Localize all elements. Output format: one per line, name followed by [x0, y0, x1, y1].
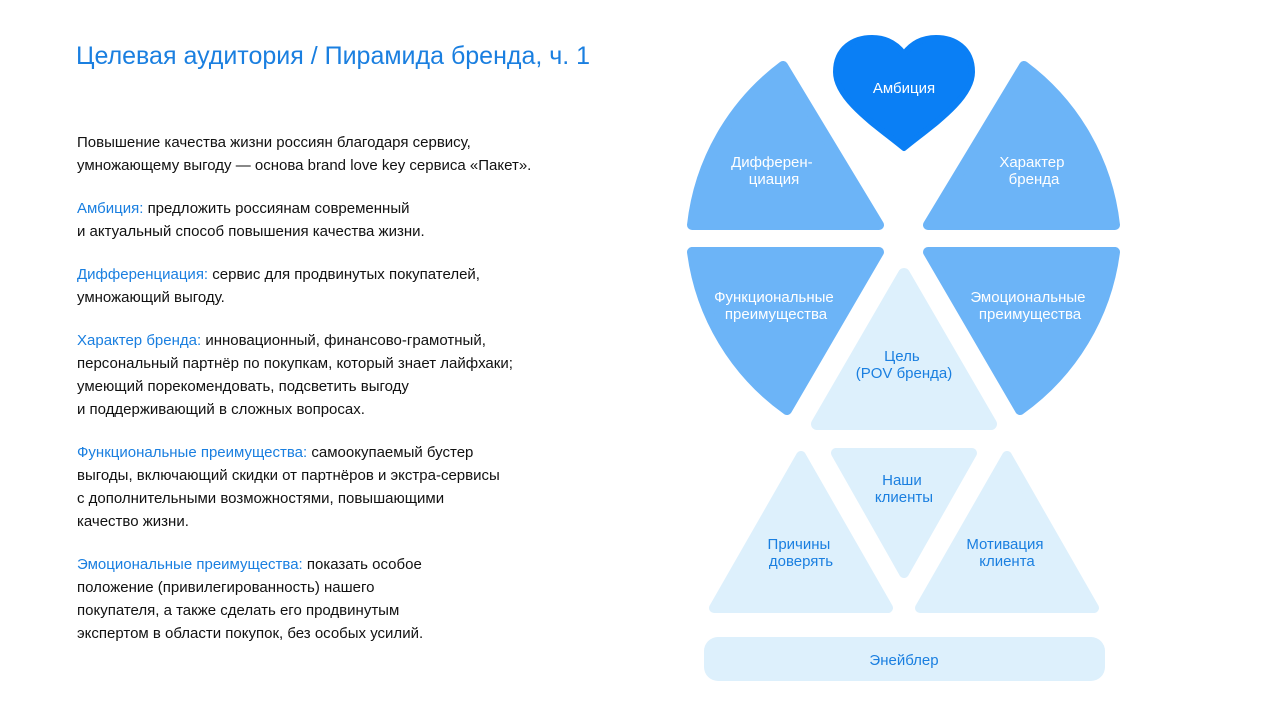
emotional-label: Эмоциональные преимущества:	[77, 556, 303, 573]
paragraph-line: Характер бренда: инновационный, финансов…	[77, 329, 637, 352]
functional-shape	[687, 247, 884, 415]
clients-shape	[831, 448, 977, 578]
ambition-label-text: Амбиция	[873, 80, 935, 97]
emotional-paragraph: Эмоциональные преимущества: показать осо…	[77, 553, 637, 645]
enabler-label-text: Энейблер	[869, 652, 938, 669]
paragraph-line: выгоды, включающий скидки от партнёров и…	[77, 467, 500, 484]
trust-label-text: Причины доверять	[768, 536, 835, 570]
paragraph-line: умножающий выгоду.	[77, 289, 225, 306]
paragraph-line: и актуальный способ повышения качества ж…	[77, 223, 425, 240]
motivation-shape	[915, 451, 1099, 613]
ambition-paragraph: Амбиция: предложить россиянам современны…	[77, 197, 637, 243]
paragraph-line: Функциональные преимущества: самоокупаем…	[77, 441, 637, 464]
character-label-text: Характер бренда	[999, 154, 1068, 188]
character-paragraph: Характер бренда: инновационный, финансов…	[77, 329, 637, 421]
intro-line: Повышение качества жизни россиян благода…	[77, 134, 471, 151]
paragraph-text: инновационный, финансово-грамотный,	[205, 332, 486, 349]
differentiation-label: Дифференциация:	[77, 266, 209, 283]
motivation-label-text: Мотивация клиента	[966, 536, 1047, 570]
character-shape	[923, 61, 1120, 230]
text-content: Повышение качества жизни россиян благода…	[77, 131, 637, 665]
paragraph-line: положение (привилегированность) нашего	[77, 579, 375, 596]
paragraph-line: Амбиция: предложить россиянам современны…	[77, 197, 637, 220]
emotional-label-text: Эмоциональные преимущества	[970, 289, 1089, 323]
paragraph-line: с дополнительными возможностями, повышаю…	[77, 490, 445, 507]
trust-shape	[709, 451, 893, 613]
paragraph-line: Эмоциональные преимущества: показать осо…	[77, 553, 637, 576]
paragraph-line: и поддерживающий в сложных вопросах.	[77, 401, 365, 418]
paragraph-line: покупателя, а также сделать его продвину…	[77, 602, 400, 619]
paragraph-text: предложить россиянам современный	[147, 200, 410, 217]
paragraph-line: Дифференциация: сервис для продвинутых п…	[77, 263, 637, 286]
functional-label-text: Функциональные преимущества	[714, 289, 838, 323]
paragraph-line: персональный партнёр по покупкам, которы…	[77, 355, 513, 372]
emotional-shape	[923, 247, 1120, 415]
clients-label-text: Наши клиенты	[875, 472, 933, 506]
character-label: Характер бренда:	[77, 332, 202, 349]
functional-paragraph: Функциональные преимущества: самоокупаем…	[77, 441, 637, 533]
paragraph-line: качество жизни.	[77, 513, 189, 530]
enabler-shape	[704, 637, 1105, 681]
goal-shape	[811, 268, 997, 430]
intro-line: умножающему выгоду — основа brand love k…	[77, 157, 532, 174]
differentiation-shape	[687, 61, 884, 230]
functional-label: Функциональные преимущества:	[77, 444, 308, 461]
paragraph-text: сервис для продвинутых покупателей,	[212, 266, 480, 283]
ambition-heart	[833, 35, 975, 151]
paragraph-text: самоокупаемый бустер	[311, 444, 474, 461]
goal-label-text: Цель (POV бренда)	[856, 348, 953, 382]
differentiation-label-text: Диффeрен- циация	[731, 154, 817, 188]
differentiation-paragraph: Дифференциация: сервис для продвинутых п…	[77, 263, 637, 309]
page-title: Целевая аудитория / Пирамида бренда, ч. …	[76, 42, 591, 70]
paragraph-text: показать особое	[306, 556, 422, 573]
paragraph-line: умеющий порекомендовать, подсветить выго…	[77, 378, 409, 395]
ambition-label: Амбиция:	[77, 200, 144, 217]
paragraph-line: экспертом в области покупок, без особых …	[77, 625, 424, 642]
intro-paragraph: Повышение качества жизни россиян благода…	[77, 131, 637, 177]
